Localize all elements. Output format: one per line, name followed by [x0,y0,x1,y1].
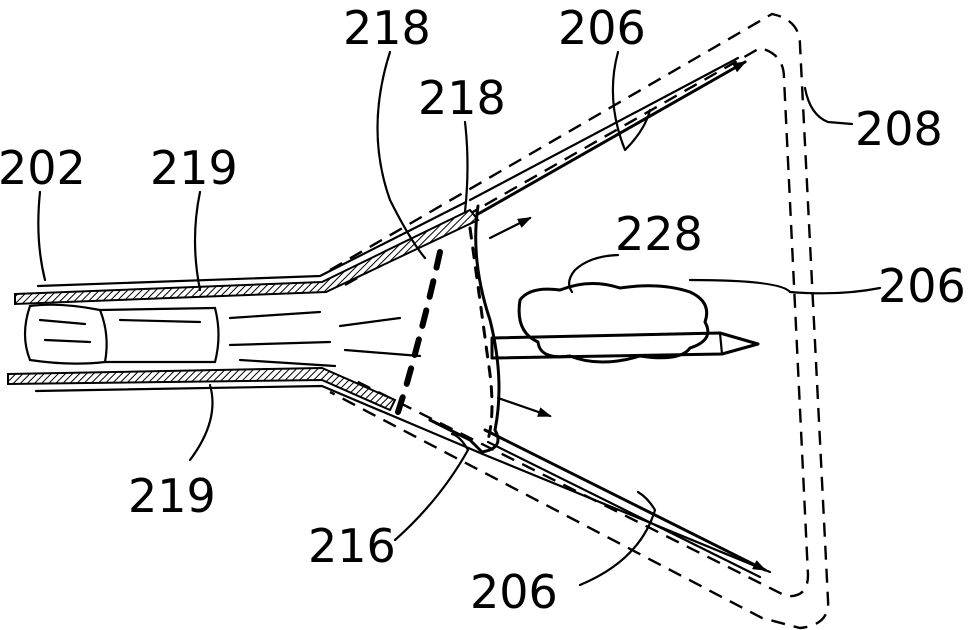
lumen-inner-top [30,305,215,310]
label-206-bottom: 206 [470,565,558,619]
anchor-206-bottom-line-b [488,442,760,577]
center-needle-206 [492,333,758,358]
leader-218-inner [465,122,468,212]
flow-arrow-lower [498,398,550,416]
flow-arrow-upper [490,218,530,238]
lumen-segment-left [100,310,107,362]
label-206-top: 206 [558,1,646,55]
label-206-center: 206 [878,259,966,313]
lumen-inner-bottom [30,360,215,364]
lumen-segment-right [215,308,219,362]
leader-206-center [690,280,880,293]
leader-216 [395,434,468,540]
leader-219-top [195,192,200,290]
lumen-left-end [25,306,30,360]
boundary-208-outline [330,14,828,628]
anchor-206-bottom-line [485,430,765,570]
label-218-outer: 218 [343,1,431,55]
needle-tip-line [720,333,722,354]
label-208: 208 [855,102,943,156]
label-218-inner: 218 [418,71,506,125]
label-219-top: 219 [150,141,238,195]
leader-219-bottom [190,385,213,460]
tube-202-top-wall [15,210,478,304]
inner-dashed-boundary [345,48,808,596]
anchor-206-top-line-b [470,58,738,200]
anchor-206-top-line [478,62,745,214]
label-219-bottom: 219 [128,469,216,523]
label-228: 228 [615,207,703,261]
label-202: 202 [0,141,86,195]
mass-228 [519,283,708,362]
leader-208 [805,88,852,124]
leader-202 [38,192,45,280]
label-216: 216 [308,519,396,573]
fold-218-inner-dashed [470,228,492,440]
membrane-216 [430,206,499,452]
fold-218-outer-dashed [398,252,440,412]
lumen-flow-lines [40,312,420,366]
